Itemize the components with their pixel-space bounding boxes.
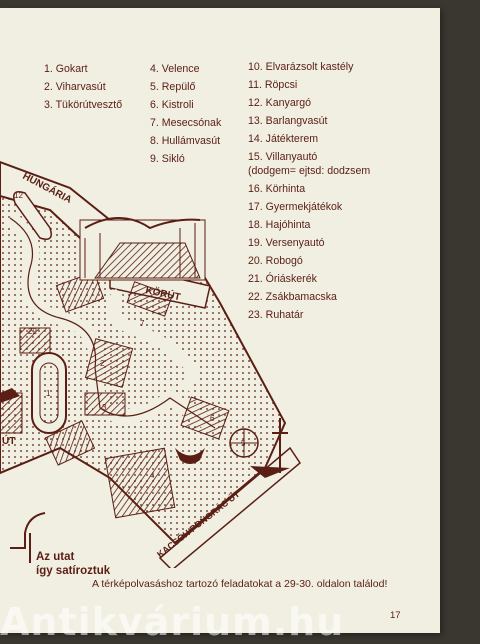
building: [126, 281, 173, 317]
rollercoaster-illustration: [79, 217, 206, 281]
legend-item: 10. Elvarázsolt kastély: [248, 61, 354, 73]
map-number-1: 1: [46, 389, 51, 398]
walkway: [106, 288, 198, 392]
map-number-2: 2: [100, 359, 105, 368]
legend-item: (dodgem= ejtsd: dodzsem: [248, 165, 371, 177]
building: [19, 327, 51, 354]
page-number: 17: [390, 610, 401, 621]
building: [84, 338, 134, 388]
legend-item: 20. Robogó: [248, 255, 303, 267]
footnote: A térképolvasáshoz tartozó feladatokat a…: [92, 578, 388, 590]
legend-item: 3. Tükörútvesztő: [44, 99, 123, 111]
legend-column-1: 1. Gokart 2. Viharvasút 3. Tükörútvesztő: [44, 60, 122, 114]
map-number-6: 6: [210, 414, 215, 423]
legend-item: 23. Ruhatár: [248, 309, 304, 321]
building: [180, 396, 230, 440]
building: [104, 447, 176, 519]
map-number-3: 3: [102, 403, 107, 412]
building: [44, 420, 96, 466]
map-number-22: 22: [28, 327, 37, 336]
book-page: 1. Gokart 2. Viharvasút 3. Tükörútvesztő…: [0, 8, 440, 633]
legend-item: 9. Sikló: [150, 153, 185, 165]
map-number-4: 4: [150, 471, 155, 480]
legend-item: 11. Röpcsi: [248, 79, 298, 91]
legend-item: 15. Villanyautó: [248, 151, 318, 163]
walkway: [9, 217, 216, 429]
legend-item: 7. Mesecsónak: [150, 117, 222, 129]
street-label-ut: ÚT: [2, 434, 15, 447]
legend-item: 2. Viharvasút: [44, 81, 106, 93]
legend-item: 19. Versenyautó: [248, 237, 325, 249]
legend-item: 17. Gyermekjátékok: [248, 201, 343, 213]
legend-item: 18. Hajóhinta: [248, 219, 311, 231]
map-number-12: 12: [14, 191, 23, 200]
watermark: Antikvárium.hu: [0, 600, 345, 644]
legend-item: 6. Kistroli: [150, 99, 194, 111]
legend-item: 4. Velence: [150, 63, 200, 75]
road-legend: Az utat így satíroztuk: [36, 550, 110, 578]
legend-item: 22. Zsákbamacska: [248, 291, 337, 303]
legend-item: 12. Kanyargó: [248, 97, 312, 109]
legend-item: 5. Repülő: [150, 81, 196, 93]
legend-column-2: 4. Velence 5. Repülő 6. Kistroli 7. Mese…: [150, 60, 221, 168]
legend-column-3: 10. Elvarázsolt kastély 11. Röpcsi 12. K…: [248, 58, 370, 324]
legend-item: 13. Barlangvasút: [248, 115, 328, 127]
road-legend-line-2: így satíroztuk: [36, 565, 111, 577]
building: [84, 392, 126, 416]
road-legend-line-1: Az utat: [36, 551, 75, 563]
map-number-5: 5: [241, 439, 246, 448]
legend-item: 16. Körhinta: [248, 183, 306, 195]
legend-item: 8. Hullámvasút: [150, 135, 221, 147]
map-number-7: 7: [140, 319, 145, 328]
building: [55, 271, 105, 313]
track-12: [13, 191, 52, 240]
car-illustration: [0, 388, 20, 403]
legend-item: 21. Óriáskerék: [248, 273, 317, 285]
ferris-wheel-illustration: [229, 418, 290, 478]
legend-item: 14. Játékterem: [248, 133, 319, 145]
park-map: HUNGÁRIA KÖRÚT KACSÓH PONGRÁC ÚT ÚT 12 1…: [0, 160, 301, 568]
swing-boat-illustration: [175, 448, 205, 464]
hatched-road-symbol: [10, 512, 46, 563]
legend-item: 1. Gokart: [44, 63, 88, 75]
